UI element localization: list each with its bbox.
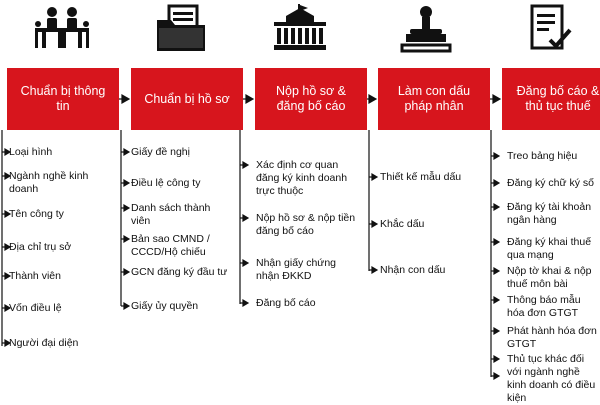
bullet-arrow-head — [493, 178, 501, 188]
list-item: Giấy ủy quyền — [131, 300, 199, 312]
bullet-arrow-head — [493, 354, 501, 364]
bullet-arrow-head — [493, 266, 501, 276]
bullet-arrow-head — [4, 209, 12, 219]
bullet-arrow-head — [4, 303, 12, 313]
list-item: Điều lệ công ty — [131, 177, 201, 189]
step-box-prepare-info: Chuẩn bị thông tin — [7, 68, 119, 130]
list-item: Nhận con dấu — [380, 264, 446, 276]
list-item: Xác định cơ quan đăng ký kinh doanh trực… — [256, 159, 348, 197]
step-title: Làm con dấu pháp nhân — [397, 84, 471, 113]
bullet-arrow-head — [242, 160, 250, 170]
step-title: Nộp hồ sơ & đăng bố cáo — [275, 84, 347, 113]
list-item: Treo bảng hiệu — [507, 150, 578, 162]
step-box-company-seal: Làm con dấu pháp nhân — [378, 68, 490, 130]
list-item: Nộp hồ sơ & nộp tiền đăng bố cáo — [256, 212, 356, 237]
bullet-arrow-head — [242, 298, 250, 308]
bullet-arrow-head — [123, 147, 131, 157]
bullet-arrow-head — [493, 371, 501, 381]
list-item: Người đại diện — [9, 337, 79, 349]
list-item: Nộp tờ khai & nộp thuế môn bài — [507, 265, 592, 290]
bullet-arrow-head — [493, 202, 501, 212]
bullet-arrow-head — [242, 213, 250, 223]
list-item: Đăng bố cáo — [256, 297, 316, 309]
bullet-arrow-head — [371, 172, 379, 182]
folder-icon — [157, 4, 205, 51]
step-box-submit-documents: Nộp hồ sơ & đăng bố cáo — [255, 68, 367, 130]
list-item: Danh sách thành viên — [131, 202, 211, 227]
bullet-arrow-head — [493, 237, 501, 247]
bullet-arrow-head — [4, 147, 12, 157]
bullet-arrow-head — [4, 171, 12, 181]
list-item: Thông báo mẫu hóa đơn GTGT — [507, 294, 581, 319]
list-item: Bản sao CMND / CCCD/Hộ chiếu — [131, 233, 210, 258]
list-item: Thiết kế mẫu dấu — [380, 171, 462, 183]
bullet-arrow-head — [371, 265, 379, 275]
bullet-arrow-head — [123, 203, 131, 213]
step-box-prepare-documents: Chuẩn bị hồ sơ — [131, 68, 243, 130]
bullet-arrow-head — [123, 178, 131, 188]
government-building-icon — [274, 4, 326, 50]
bullet-arrow-head — [123, 267, 131, 277]
bullet-arrow-head — [493, 151, 501, 161]
list-item: Đăng ký chữ ký số — [507, 177, 594, 189]
bullet-arrow-head — [123, 301, 131, 311]
meeting-icon — [35, 7, 89, 48]
checklist-icon — [530, 4, 572, 50]
bullet-arrow-head — [4, 338, 12, 348]
step-title: Chuẩn bị thông tin — [20, 84, 106, 113]
list-item: Tên công ty — [9, 208, 64, 220]
bullet-arrow-head — [371, 219, 379, 229]
list-item: Ngành nghề kinh doanh — [9, 170, 89, 195]
list-item: Vốn điều lệ — [9, 302, 62, 314]
list-item: Đăng ký tài khoản ngân hàng — [507, 201, 592, 226]
list-item: Thủ tục khác đối với ngành nghề kinh doa… — [507, 353, 596, 404]
step-title: Đăng bố cáo & thủ tục thuế — [516, 84, 600, 113]
list-item: Khắc dấu — [380, 218, 425, 230]
bullet-arrow-head — [123, 234, 131, 244]
bullet-arrow-head — [242, 258, 250, 268]
step-title: Chuẩn bị hồ sơ — [144, 91, 230, 106]
bullet-arrow-head — [493, 326, 501, 336]
bullet-arrow-head — [4, 242, 12, 252]
list-item: Giấy đề nghị — [131, 146, 190, 158]
step-box-tax-procedures: Đăng bố cáo & thủ tục thuế — [502, 68, 600, 130]
list-item: Đăng ký khai thuế qua mạng — [507, 236, 592, 261]
list-item: GCN đăng ký đầu tư — [131, 266, 228, 278]
list-item: Địa chỉ trụ sở — [9, 241, 72, 253]
bullet-arrow-head — [4, 271, 12, 281]
list-item: Thành viên — [9, 270, 61, 282]
bullet-arrow-head — [493, 295, 501, 305]
list-item: Nhận giấy chứng nhận ĐKKD — [256, 257, 336, 282]
list-item: Phát hành hóa đơn GTGT — [507, 325, 597, 350]
list-item: Loại hình — [9, 146, 53, 158]
stamp-icon — [400, 6, 452, 53]
